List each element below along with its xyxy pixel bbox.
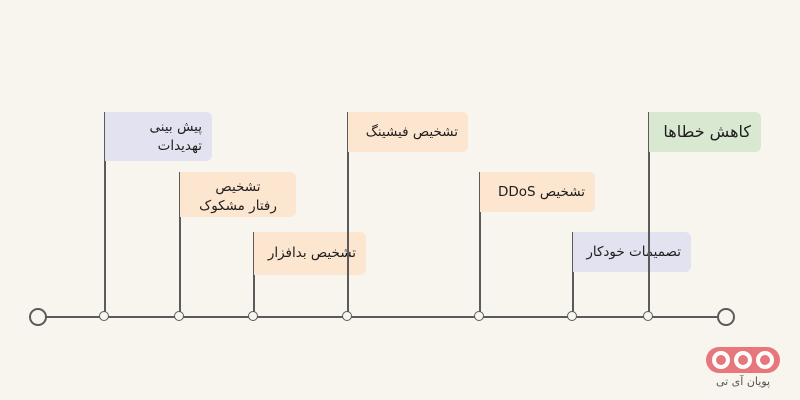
timeline-stem bbox=[179, 172, 181, 312]
timeline-start-node bbox=[29, 308, 47, 326]
timeline-tick bbox=[99, 311, 109, 321]
timeline-label-automated-decisions: تصمیمات خودکار bbox=[573, 232, 691, 272]
timeline-label-ddos-detection: تشخیص DDoS bbox=[480, 172, 595, 212]
timeline-label-phishing-detection: تشخیص فیشینگ bbox=[348, 112, 468, 152]
timeline-label-threat-prediction: پیش بینی تهدیدات bbox=[105, 112, 212, 161]
timeline-label-malware-detection: تشخیص بدافزار bbox=[254, 232, 366, 275]
timeline-label-error-reduction: کاهش خطاها bbox=[649, 112, 761, 152]
timeline-tick bbox=[342, 311, 352, 321]
timeline-stem bbox=[572, 232, 574, 312]
timeline-stem bbox=[253, 232, 255, 312]
timeline-tick bbox=[474, 311, 484, 321]
timeline-stem bbox=[648, 112, 650, 312]
logo-dots-icon bbox=[706, 347, 780, 373]
timeline-tick bbox=[248, 311, 258, 321]
timeline-label-suspicious-behavior: تشخیص رفتار مشکوک bbox=[180, 172, 296, 217]
timeline-stem bbox=[347, 112, 349, 312]
brand-logo: پویان آی تی bbox=[706, 347, 780, 393]
timeline-axis bbox=[36, 316, 728, 318]
timeline-stem bbox=[104, 112, 106, 312]
timeline-tick bbox=[567, 311, 577, 321]
timeline-tick bbox=[643, 311, 653, 321]
timeline-tick bbox=[174, 311, 184, 321]
timeline-stem bbox=[479, 172, 481, 312]
timeline-end-node bbox=[717, 308, 735, 326]
logo-text: پویان آی تی bbox=[715, 375, 771, 388]
